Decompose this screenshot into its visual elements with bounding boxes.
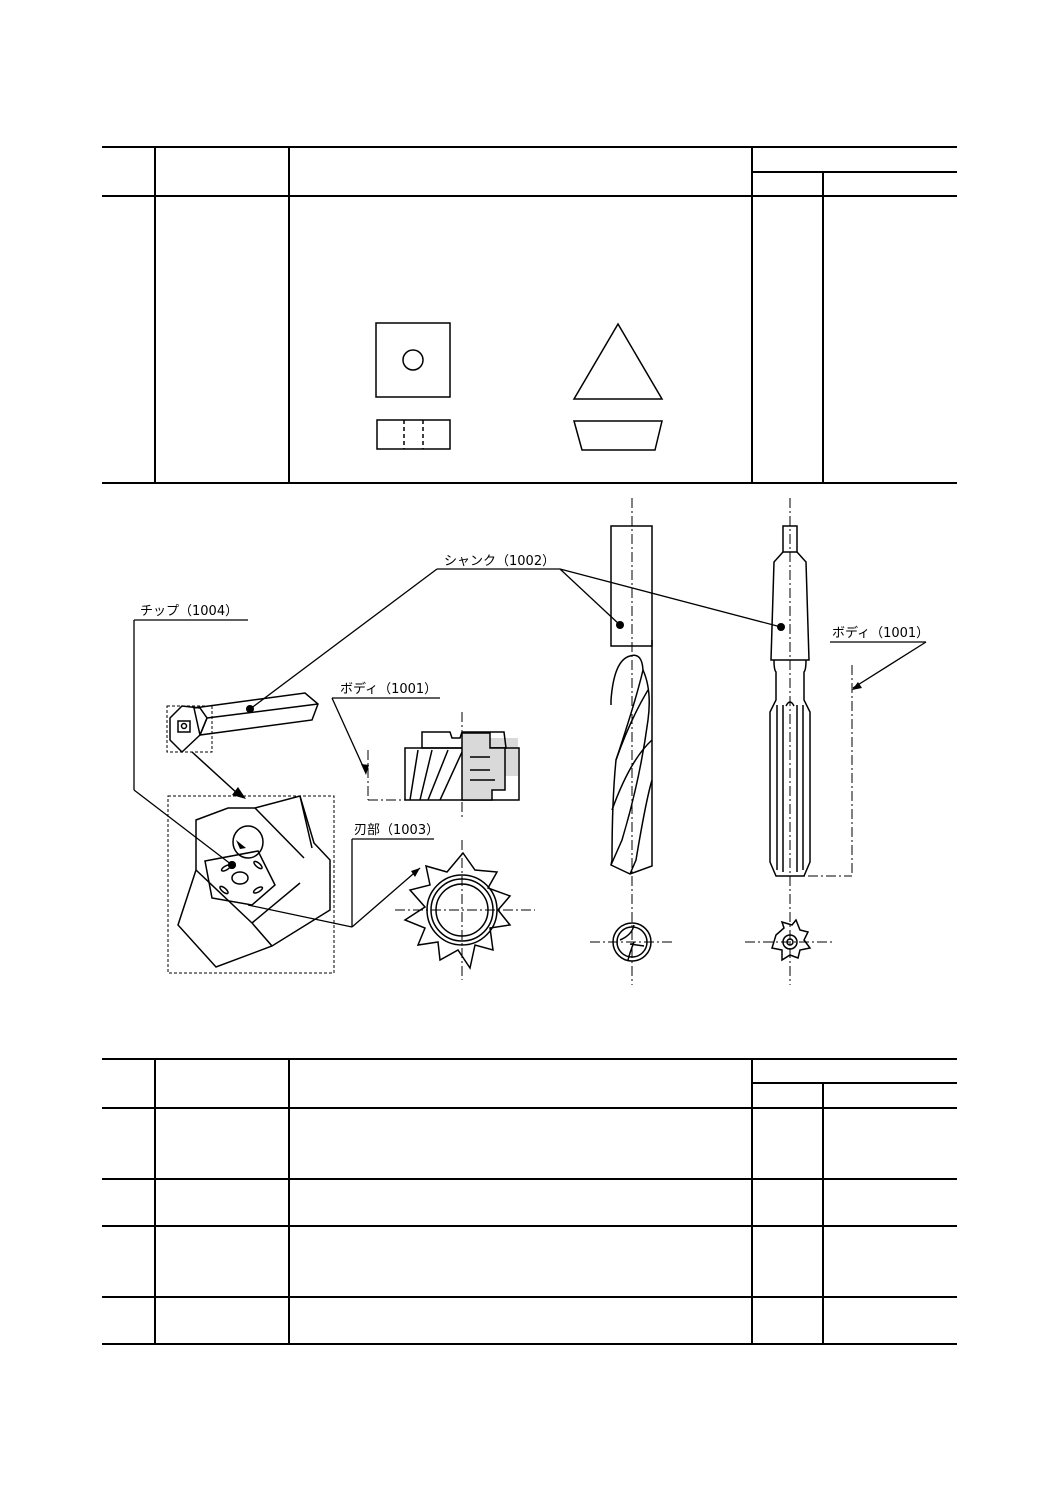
bottom-table-col-divider-3 [751,1058,753,1345]
top-table-border-bottom [102,482,957,484]
bottom-table-col-divider-2 [288,1058,290,1345]
shell-end-mill-side [404,731,520,801]
top-table-col-divider-2 [288,146,290,484]
label-body-right: ボディ（1001） [832,625,929,641]
top-table-subheader-line [751,171,957,173]
bottom-table-border-top [102,1058,957,1060]
bottom-table-row3-bottom [102,1296,957,1298]
center-lines [367,498,853,985]
twist-drill [610,525,653,962]
triangle-insert-figure [572,322,664,451]
cutting-tools-diagram: シャンク（1002） チップ（1004） ボディ（1001） 刃部（1003） … [133,498,929,985]
insert-detail-view [167,795,335,974]
label-cutting-edge: 刃部（1003） [354,823,439,838]
bottom-table-col-divider-1 [154,1058,156,1345]
bottom-table-subheader-line [751,1082,957,1084]
bottom-table-border-bottom [102,1343,957,1345]
top-table-col-divider-1 [154,146,156,484]
label-shank: シャンク（1002） [444,554,555,569]
square-insert-figure [375,322,451,450]
bottom-table-col-divider-4 [822,1082,824,1345]
turning-tool-holder [166,692,319,754]
top-table-col-divider-3 [751,146,753,484]
machine-reamer [769,525,812,962]
leader-arrows [236,682,862,877]
leader-lines [133,568,927,928]
top-table-header-bottom [102,195,957,197]
top-table-border-top [102,146,957,148]
insert-figures [375,322,664,451]
bottom-table-header-bottom [102,1107,957,1109]
shell-end-mill-front [403,851,512,970]
top-table-col-divider-4 [822,171,824,484]
label-body-left: ボディ（1001） [340,681,437,697]
bottom-table-row1-bottom [102,1178,957,1180]
bottom-table-row2-bottom [102,1225,957,1227]
label-tip: チップ（1004） [140,604,238,619]
